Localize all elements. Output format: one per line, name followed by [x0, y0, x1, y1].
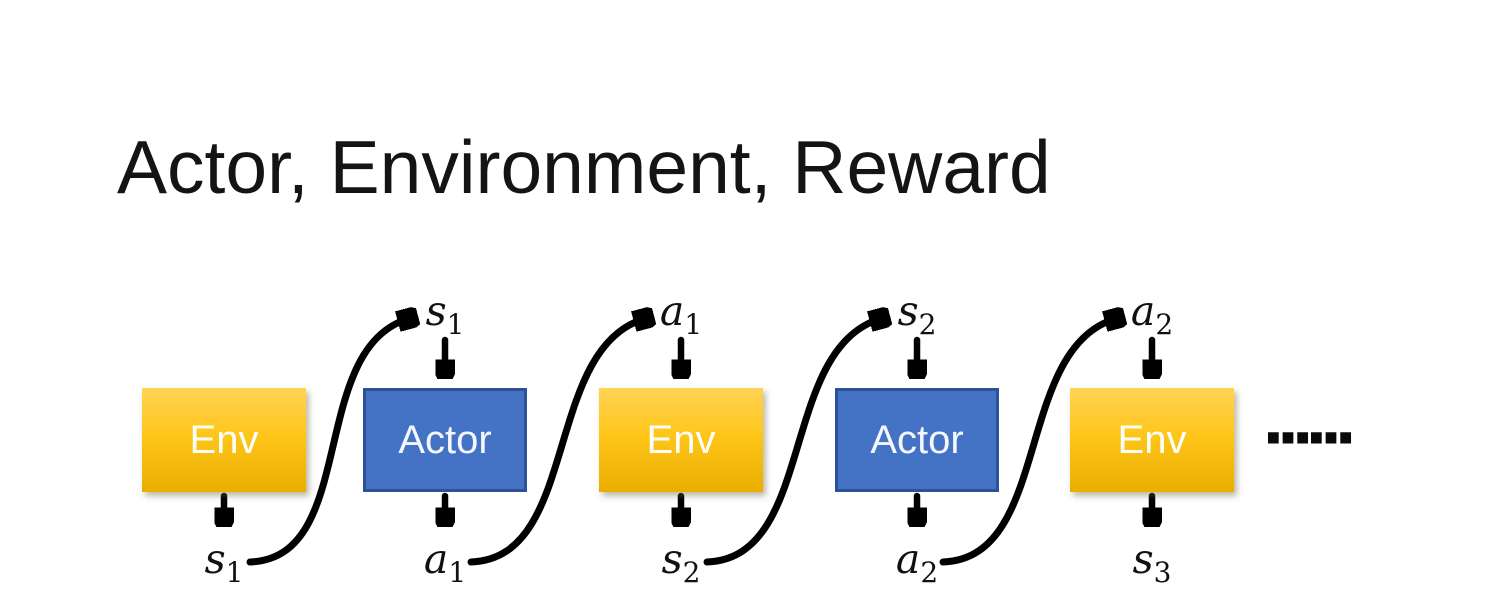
math-sub: 1: [448, 556, 467, 589]
actor-box-label: Actor: [398, 418, 492, 462]
top-label-a2: a2: [1082, 288, 1222, 348]
math-base: s: [204, 535, 226, 583]
math-base: s: [1132, 535, 1154, 583]
math-base: a: [1130, 287, 1156, 335]
math-sub: 3: [1153, 556, 1172, 589]
bottom-label-s2: s2: [611, 536, 751, 596]
env-box-label: Env: [189, 418, 259, 462]
env-box-3: Env: [1070, 388, 1234, 492]
math-sub: 2: [682, 556, 701, 589]
math-sub: 1: [446, 308, 465, 341]
math-sub: 1: [684, 308, 703, 341]
math-base: a: [423, 535, 449, 583]
actor-box-2: Actor: [835, 388, 999, 492]
math-base: a: [659, 287, 685, 335]
math-sub: 2: [920, 556, 939, 589]
math-sub: 1: [225, 556, 244, 589]
continuation-dots: ……: [1265, 402, 1355, 453]
bottom-label-a1: a1: [375, 536, 515, 596]
math-base: s: [661, 535, 683, 583]
math-sub: 2: [1155, 308, 1174, 341]
math-base: s: [425, 287, 447, 335]
top-label-s1: s1: [375, 288, 515, 348]
bottom-label-s3: s3: [1082, 536, 1222, 596]
env-box-label: Env: [646, 418, 716, 462]
math-base: a: [895, 535, 921, 583]
bottom-label-s1: s1: [154, 536, 294, 596]
math-base: s: [897, 287, 919, 335]
env-box-1: Env: [142, 388, 306, 492]
math-sub: 2: [918, 308, 937, 341]
bottom-label-a2: a2: [847, 536, 987, 596]
top-label-a1: a1: [611, 288, 751, 348]
actor-box-label: Actor: [870, 418, 964, 462]
env-box-label: Env: [1117, 418, 1187, 462]
top-label-s2: s2: [847, 288, 987, 348]
env-box-2: Env: [599, 388, 763, 492]
slide-title: Actor, Environment, Reward: [117, 125, 1051, 209]
actor-box-1: Actor: [363, 388, 527, 492]
